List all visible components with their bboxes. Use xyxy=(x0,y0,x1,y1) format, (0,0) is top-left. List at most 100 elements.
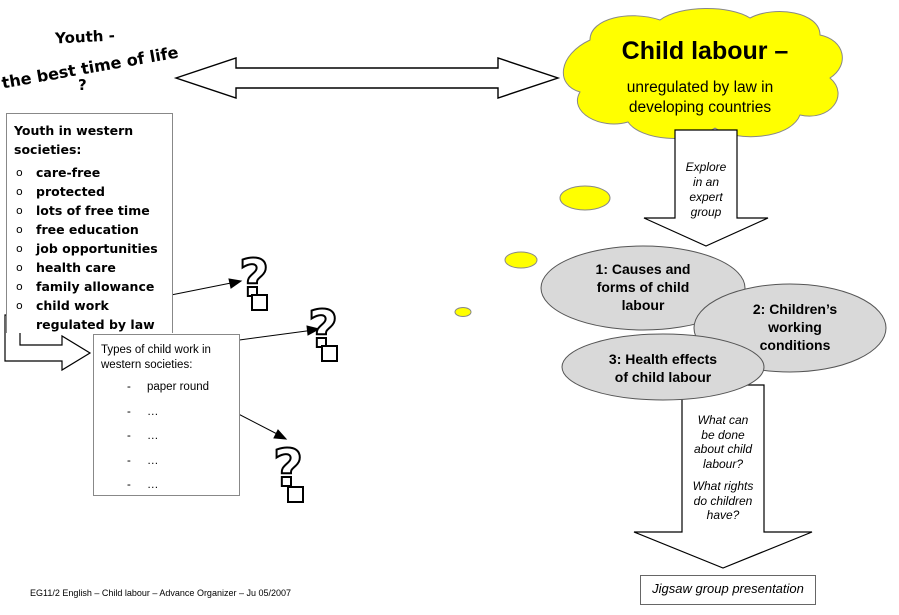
question-2-line2: do children xyxy=(693,493,753,508)
explore-line3: expert xyxy=(689,190,723,204)
list-item: -… xyxy=(101,400,239,425)
list-item-text: health care xyxy=(36,260,116,275)
list-item-text: family allowance xyxy=(36,279,155,294)
footer-text: EG11/2 English – Child labour – Advance … xyxy=(30,588,291,598)
bullet: o xyxy=(16,261,23,274)
list-item: -… xyxy=(101,473,239,498)
bullet: o xyxy=(16,185,23,198)
topic-1-line2: forms of child xyxy=(596,279,690,295)
western-box-heading-line2: societies: xyxy=(14,142,82,157)
cloud-subtitle-line2: developing countries xyxy=(628,99,772,116)
down-arrow-icon xyxy=(643,129,769,247)
dash: - xyxy=(127,454,131,467)
list-item-text: protected xyxy=(36,184,105,199)
dash: - xyxy=(127,381,131,393)
topic-2-line1: 2: Children’s xyxy=(752,301,838,317)
arrow-head-icon xyxy=(273,429,288,440)
topic-2-line2: working xyxy=(768,319,822,335)
list-item: regulated by law xyxy=(14,315,172,334)
types-list: -paper round -… -… -… -… xyxy=(101,375,239,498)
thought-bubble-icon xyxy=(559,185,611,211)
cloud-title: Child labour – xyxy=(621,37,789,65)
spacer xyxy=(680,471,766,479)
bullet: o xyxy=(16,204,23,217)
bullet: o xyxy=(16,280,23,293)
types-box-heading-line2: western societies: xyxy=(101,359,193,371)
topic-1-label: 1: Causes and forms of child labour xyxy=(560,260,726,314)
question-mark-box-icon xyxy=(287,486,304,503)
topic-2-line3: conditions xyxy=(759,337,831,353)
topic-1-line3: labour xyxy=(621,297,665,313)
list-item-text: … xyxy=(147,479,159,491)
list-item-text: care-free xyxy=(36,165,101,180)
bullet: o xyxy=(16,223,23,236)
list-item: o lots of free time xyxy=(14,201,172,220)
cloud-subtitle-line1: unregulated by law in xyxy=(626,79,774,96)
list-item-text: paper round xyxy=(147,381,210,393)
question-1-line4: labour? xyxy=(702,456,744,471)
topic-ellipse-1 xyxy=(540,245,746,331)
bullet: o xyxy=(16,166,23,179)
explore-line4: group xyxy=(690,205,722,219)
questions-arrow-text: What can be done about child labour? Wha… xyxy=(680,413,766,523)
bullet: o xyxy=(16,299,23,312)
explore-arrow-text: Explore in an expert group xyxy=(672,160,740,220)
list-item: o free education xyxy=(14,220,172,239)
double-arrow-icon xyxy=(173,57,561,99)
down-arrow-icon xyxy=(633,384,813,569)
dash: - xyxy=(127,430,131,442)
bullet: o xyxy=(16,242,23,255)
list-item-text: … xyxy=(147,405,159,418)
western-youth-list: o care-free o protected o lots of free time… xyxy=(14,163,172,334)
list-item-text: … xyxy=(147,430,159,442)
pointer-arrows xyxy=(130,278,321,440)
list-item-text: … xyxy=(147,454,159,467)
youth-title-line3: ? xyxy=(78,76,87,94)
explore-line1: Explore xyxy=(685,160,727,174)
topic-3-line2: of child labour xyxy=(614,369,712,385)
list-item-text: lots of free time xyxy=(36,203,150,218)
western-box-heading-line1: Youth in western xyxy=(14,123,134,138)
list-item: o child work xyxy=(14,296,172,315)
list-item: -… xyxy=(101,424,239,449)
topic-3-label: 3: Health effects of child labour xyxy=(578,350,748,386)
jigsaw-presentation-box: Jigsaw group presentation xyxy=(640,575,816,605)
topic-3-line1: 3: Health effects xyxy=(608,351,718,367)
list-item: o job opportunities xyxy=(14,239,172,258)
arrow-head-icon xyxy=(306,325,321,336)
types-box-heading-line1: Types of child work in xyxy=(101,344,211,356)
question-2-line3: have? xyxy=(706,508,740,522)
cloud-subtitle: unregulated by law in developing countri… xyxy=(580,78,820,118)
thought-bubble-icon xyxy=(454,307,472,317)
thought-cloud xyxy=(454,8,843,317)
topic-ellipse-3 xyxy=(561,333,765,401)
list-item-text: free education xyxy=(36,222,139,237)
question-mark-box-icon xyxy=(321,345,338,362)
explore-line2: in an xyxy=(692,175,720,189)
list-item: -… xyxy=(101,449,239,474)
question-mark-box-icon xyxy=(251,294,268,311)
question-2-line1: What rights xyxy=(692,479,754,493)
question-1-line3: about child xyxy=(693,442,753,456)
types-of-child-work-box: Types of child work in western societies… xyxy=(93,334,240,496)
list-item: o protected xyxy=(14,182,172,201)
dash: - xyxy=(127,479,131,491)
list-item-text: regulated by law xyxy=(36,317,155,332)
list-item: - paper round xyxy=(101,375,239,400)
topic-1-line1: 1: Causes and xyxy=(595,261,691,277)
list-item-text: job opportunities xyxy=(36,241,158,256)
list-item-text: child work xyxy=(36,298,109,313)
list-item: o health care xyxy=(14,258,172,277)
dash: - xyxy=(127,405,131,418)
list-item: o care-free xyxy=(14,163,172,182)
thought-bubble-icon xyxy=(504,251,538,269)
western-youth-box: Youth in western societies: o care-free o… xyxy=(6,113,173,333)
topic-2-label: 2: Children’s working conditions xyxy=(720,300,870,354)
cloud-shape xyxy=(563,8,843,139)
list-item: o family allowance xyxy=(14,277,172,296)
question-1-line1: What can xyxy=(697,413,749,427)
arrow-head-icon xyxy=(228,278,243,289)
question-1-line2: be done xyxy=(701,427,745,442)
